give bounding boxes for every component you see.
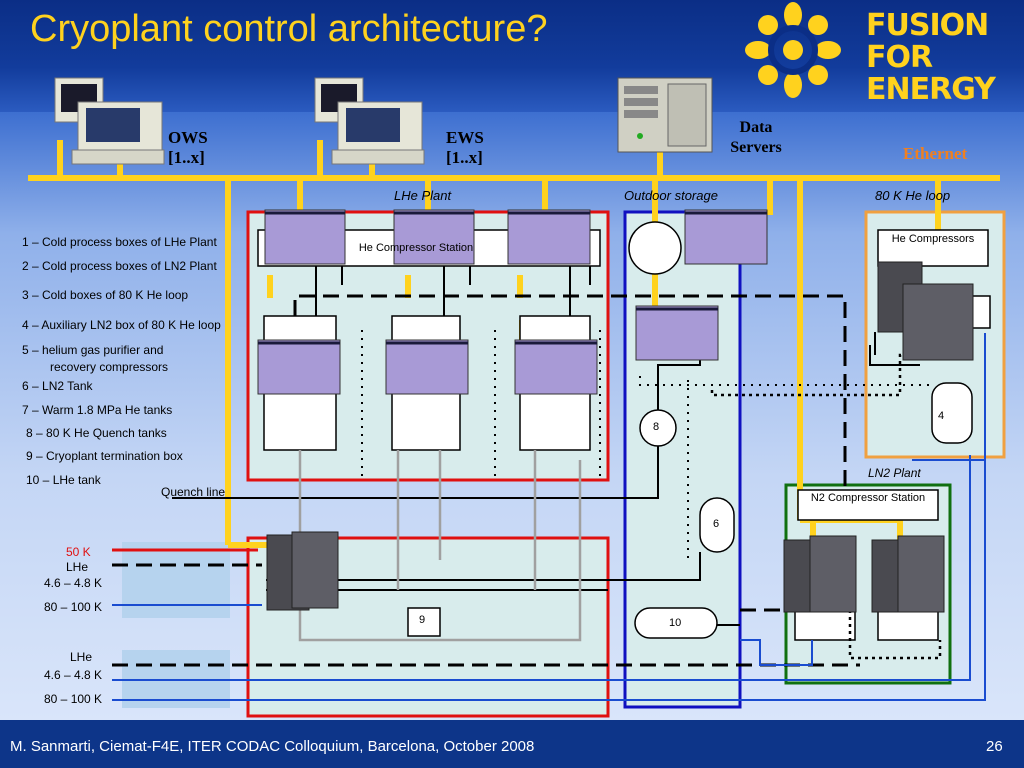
logo-text: FUSION FOR ENERGY xyxy=(866,8,996,107)
zone-he-loop: 80 K He loop xyxy=(875,188,951,203)
legend-item-6: 6 – LN2 Tank xyxy=(22,379,93,393)
tank-6-label: 6 xyxy=(713,518,720,530)
page-number: 26 xyxy=(986,738,1003,755)
ews-label: EWS[1..x] xyxy=(446,128,484,167)
legend-item-2: 2 – Cold process boxes of LN2 Plant xyxy=(22,259,217,273)
he-compressors-label: He Compressors xyxy=(891,233,975,245)
header-band xyxy=(0,0,1024,112)
legend-item-7: 7 – Warm 1.8 MPa He tanks xyxy=(22,403,173,417)
outdoor-border xyxy=(623,210,742,709)
pipe-temp-label-1: 4.6 – 4.8 K xyxy=(44,576,103,590)
tank-8-label: 8 xyxy=(653,421,660,433)
tank-4-label: 4 xyxy=(938,410,945,422)
pipe-temp-label-4: 80 – 100 K xyxy=(44,692,103,706)
legend-item-8: 8 – 80 K He Quench tanks xyxy=(26,426,167,440)
pipe-50k-label: 50 K xyxy=(66,545,91,559)
ows-computers xyxy=(54,77,165,165)
footer-text: M. Sanmarti, Ciemat-F4E, ITER CODAC Coll… xyxy=(10,738,535,755)
legend-item-5: 5 – helium gas purifier and xyxy=(22,343,164,357)
pipe-temp-label-2: 80 – 100 K xyxy=(44,600,103,614)
footer-bar xyxy=(0,720,1024,768)
ows-label: OWS[1..x] xyxy=(168,128,208,167)
he-compressor-station-label: He Compressor Station xyxy=(358,242,474,254)
legend-item-1: 1 – Cold process boxes of LHe Plant xyxy=(22,235,217,249)
termination-border xyxy=(246,536,610,718)
zone-outdoor-storage: Outdoor storage xyxy=(624,188,718,203)
legend-item-10: 10 – LHe tank xyxy=(26,473,101,487)
box-9-label: 9 xyxy=(419,614,426,626)
legend-item-4: 4 – Auxiliary LN2 box of 80 K He loop xyxy=(22,318,221,332)
legend-item-5b: recovery compressors xyxy=(50,360,169,374)
quench-line-label: Quench line xyxy=(161,485,226,499)
pipe-temp-label-3: 4.6 – 4.8 K xyxy=(44,668,103,682)
pipe-lhe-label-2: LHe xyxy=(70,650,93,664)
n2-compressor-station-label: N2 Compressor Station xyxy=(810,492,926,504)
legend-item-3: 3 – Cold boxes of 80 K He loop xyxy=(22,288,189,302)
ews-computers xyxy=(314,77,425,165)
tank-10-label: 10 xyxy=(669,617,682,629)
zone-lhe-plant: LHe Plant xyxy=(394,188,452,203)
legend-item-9: 9 – Cryoplant termination box xyxy=(26,449,183,463)
data-server xyxy=(617,77,713,153)
zone-ln2-plant: LN2 Plant xyxy=(868,466,921,480)
fusion-logo-icon xyxy=(745,2,841,98)
ethernet-label: Ethernet xyxy=(903,144,968,163)
plc-racks xyxy=(257,209,974,613)
pipe-lhe-label-1: LHe xyxy=(66,560,89,574)
slide-title: Cryoplant control architecture? xyxy=(30,8,548,50)
